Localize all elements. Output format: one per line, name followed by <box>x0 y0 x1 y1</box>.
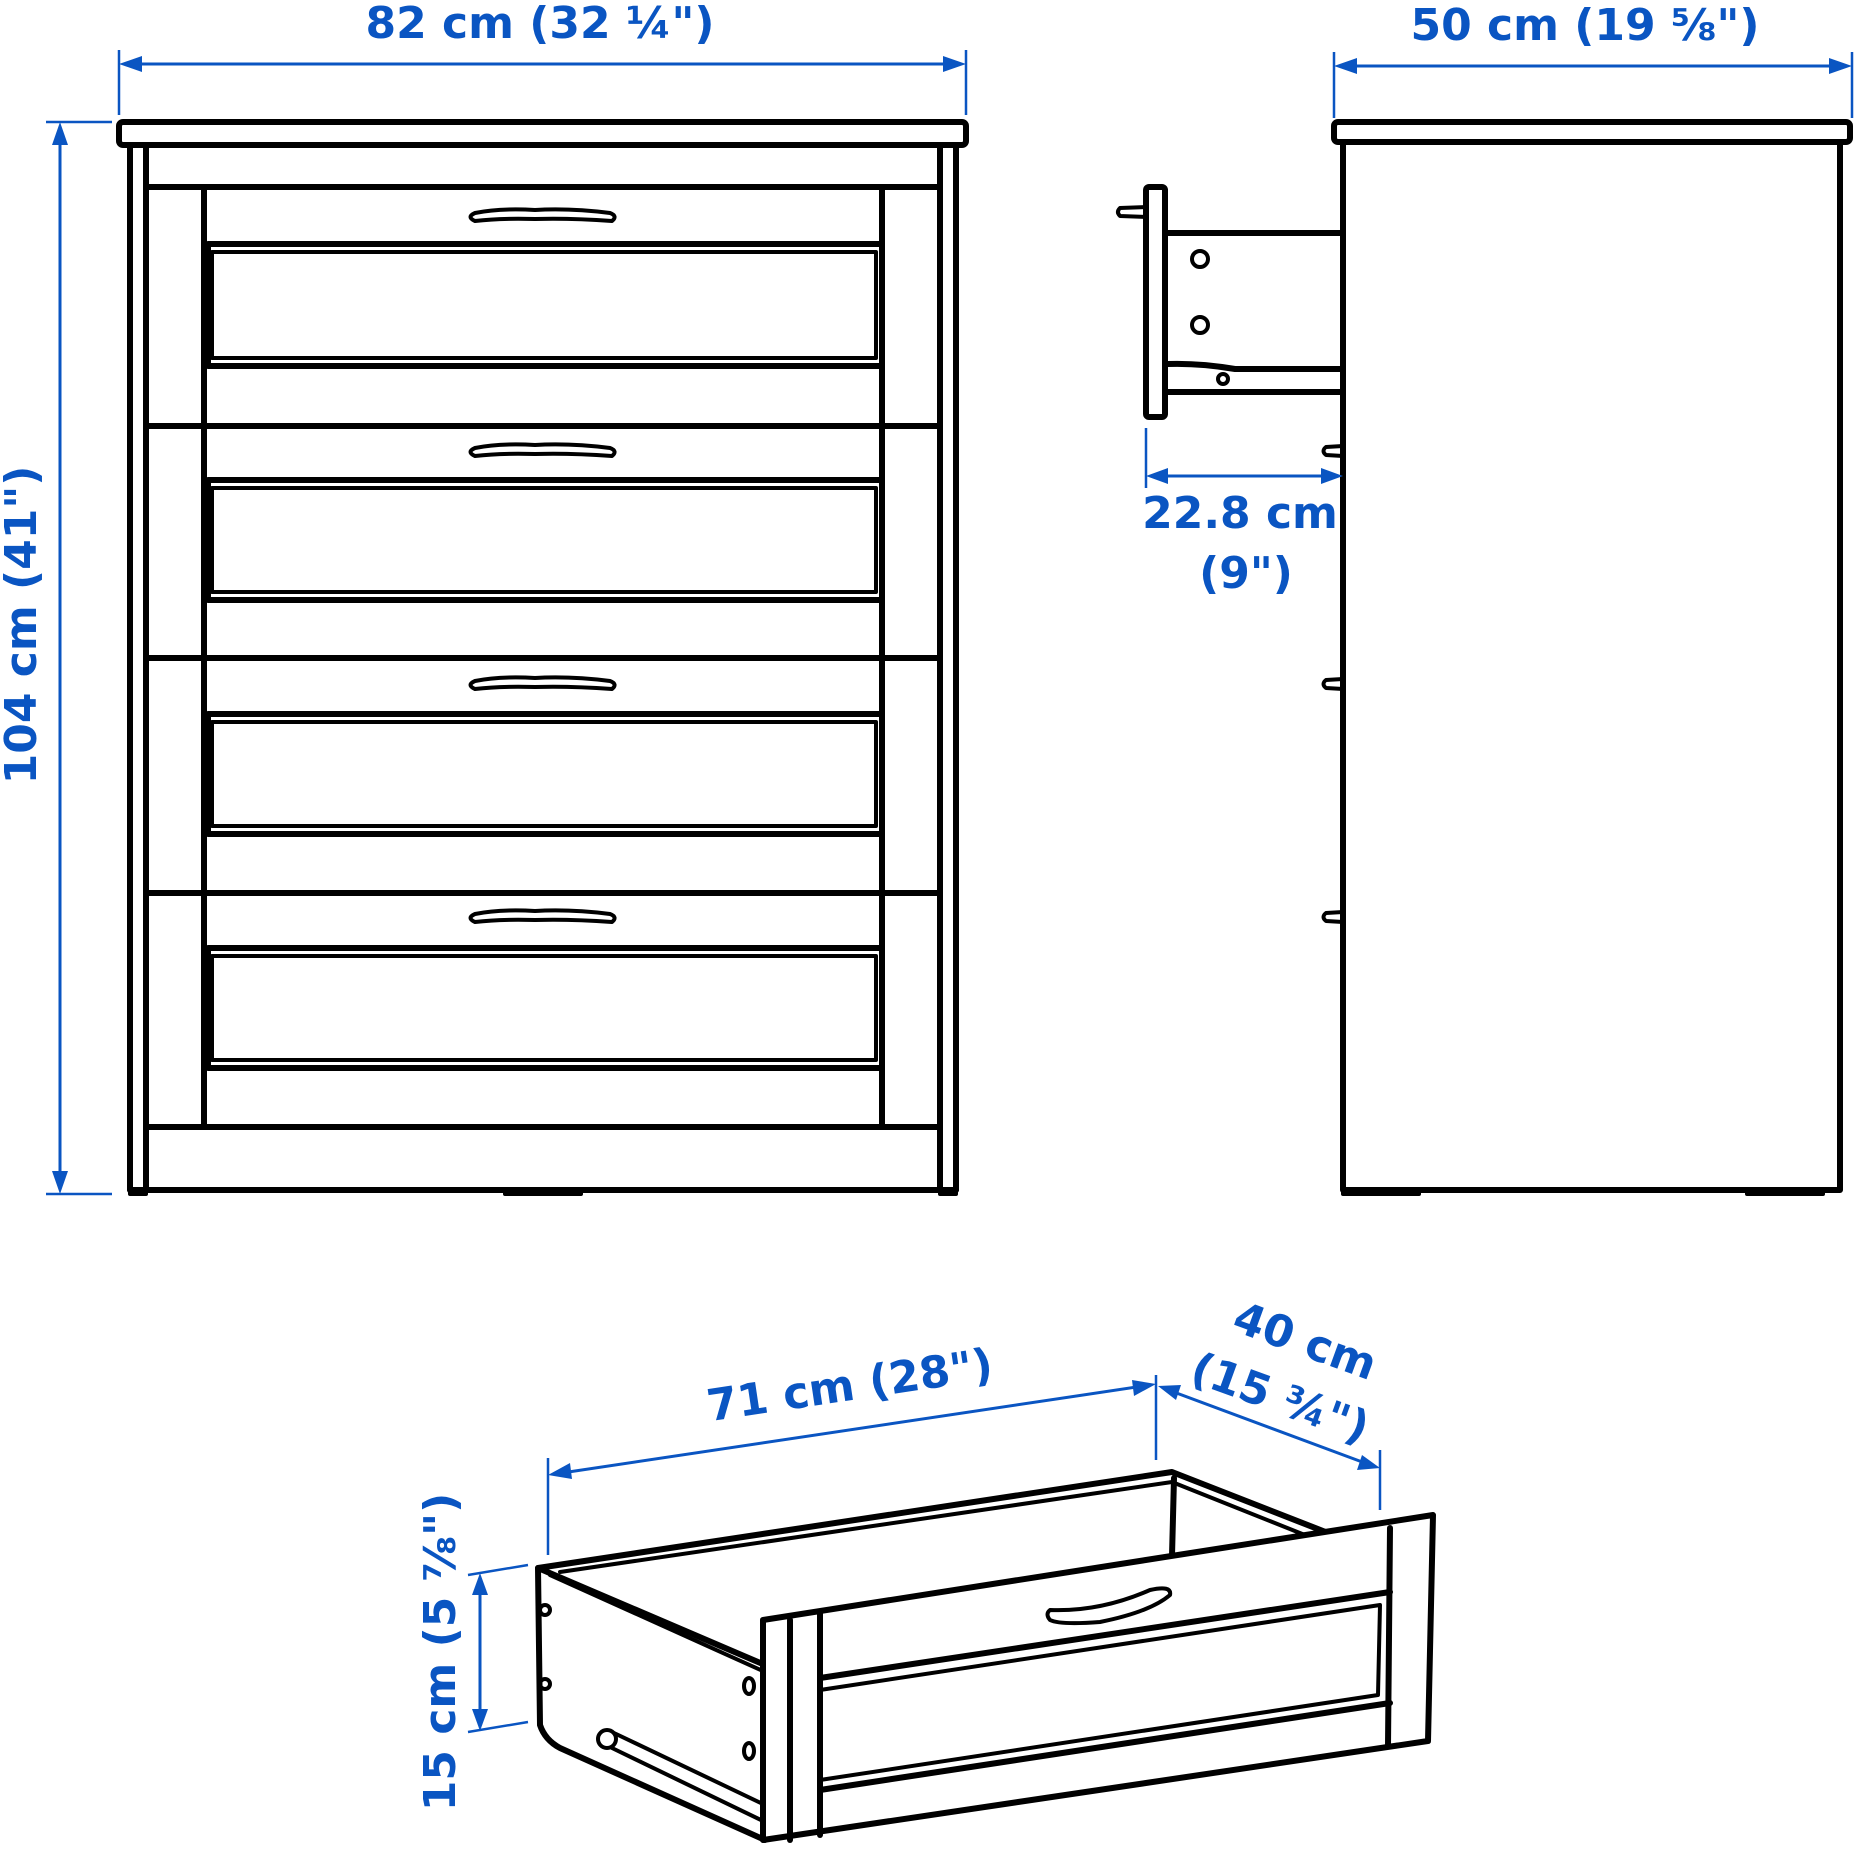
front-view: 82 cm (32 ¼") 104 cm (41") <box>0 0 969 1196</box>
drawer-front-panel <box>760 1512 1436 1843</box>
drawer-handle-icon <box>468 442 617 458</box>
drawer-front-2 <box>143 423 943 661</box>
drawer-handle-icon <box>468 908 617 924</box>
drawer-isometric: 71 cm (28") 40 cm (15 ¾") 15 cm (5 ⅞") <box>415 1292 1436 1843</box>
drawer-handle-icon <box>1045 1586 1173 1626</box>
drawer-extension-dimension: 22.8 cm (9") <box>1142 428 1343 599</box>
chest-top <box>116 119 969 148</box>
open-drawer-side <box>1116 184 1346 420</box>
drawer-height-label: 15 cm (5 ⅞") <box>415 1493 466 1811</box>
side-view: 50 cm (19 ⅝") 22.8 cm (9") <box>1116 0 1854 1196</box>
front-height-label: 104 cm (41") <box>0 466 47 785</box>
drawer-handle-icon <box>468 675 617 691</box>
drawer-height-dimension: 15 cm (5 ⅞") <box>415 1493 529 1811</box>
drawer-front-3 <box>143 675 943 896</box>
drawer-width-label: 71 cm (28") <box>704 1339 997 1432</box>
drawer-stop <box>1321 677 1345 691</box>
side-depth-label: 50 cm (19 ⅝") <box>1410 0 1759 51</box>
drawer-stop <box>1321 444 1345 458</box>
drawer-handle-icon <box>468 207 617 223</box>
front-height-dimension: 104 cm (41") <box>0 120 112 1196</box>
drawer-extension-label-cm: 22.8 cm <box>1142 488 1338 539</box>
drawer-front-4 <box>205 908 885 1071</box>
front-width-dimension: 82 cm (32 ¼") <box>117 0 968 115</box>
side-depth-dimension: 50 cm (19 ⅝") <box>1332 0 1854 118</box>
drawer-extension-label-in: (9") <box>1199 548 1293 599</box>
drawer-stop <box>1321 910 1345 924</box>
drawer-front-1 <box>201 207 943 429</box>
front-width-label: 82 cm (32 ¼") <box>365 0 714 49</box>
